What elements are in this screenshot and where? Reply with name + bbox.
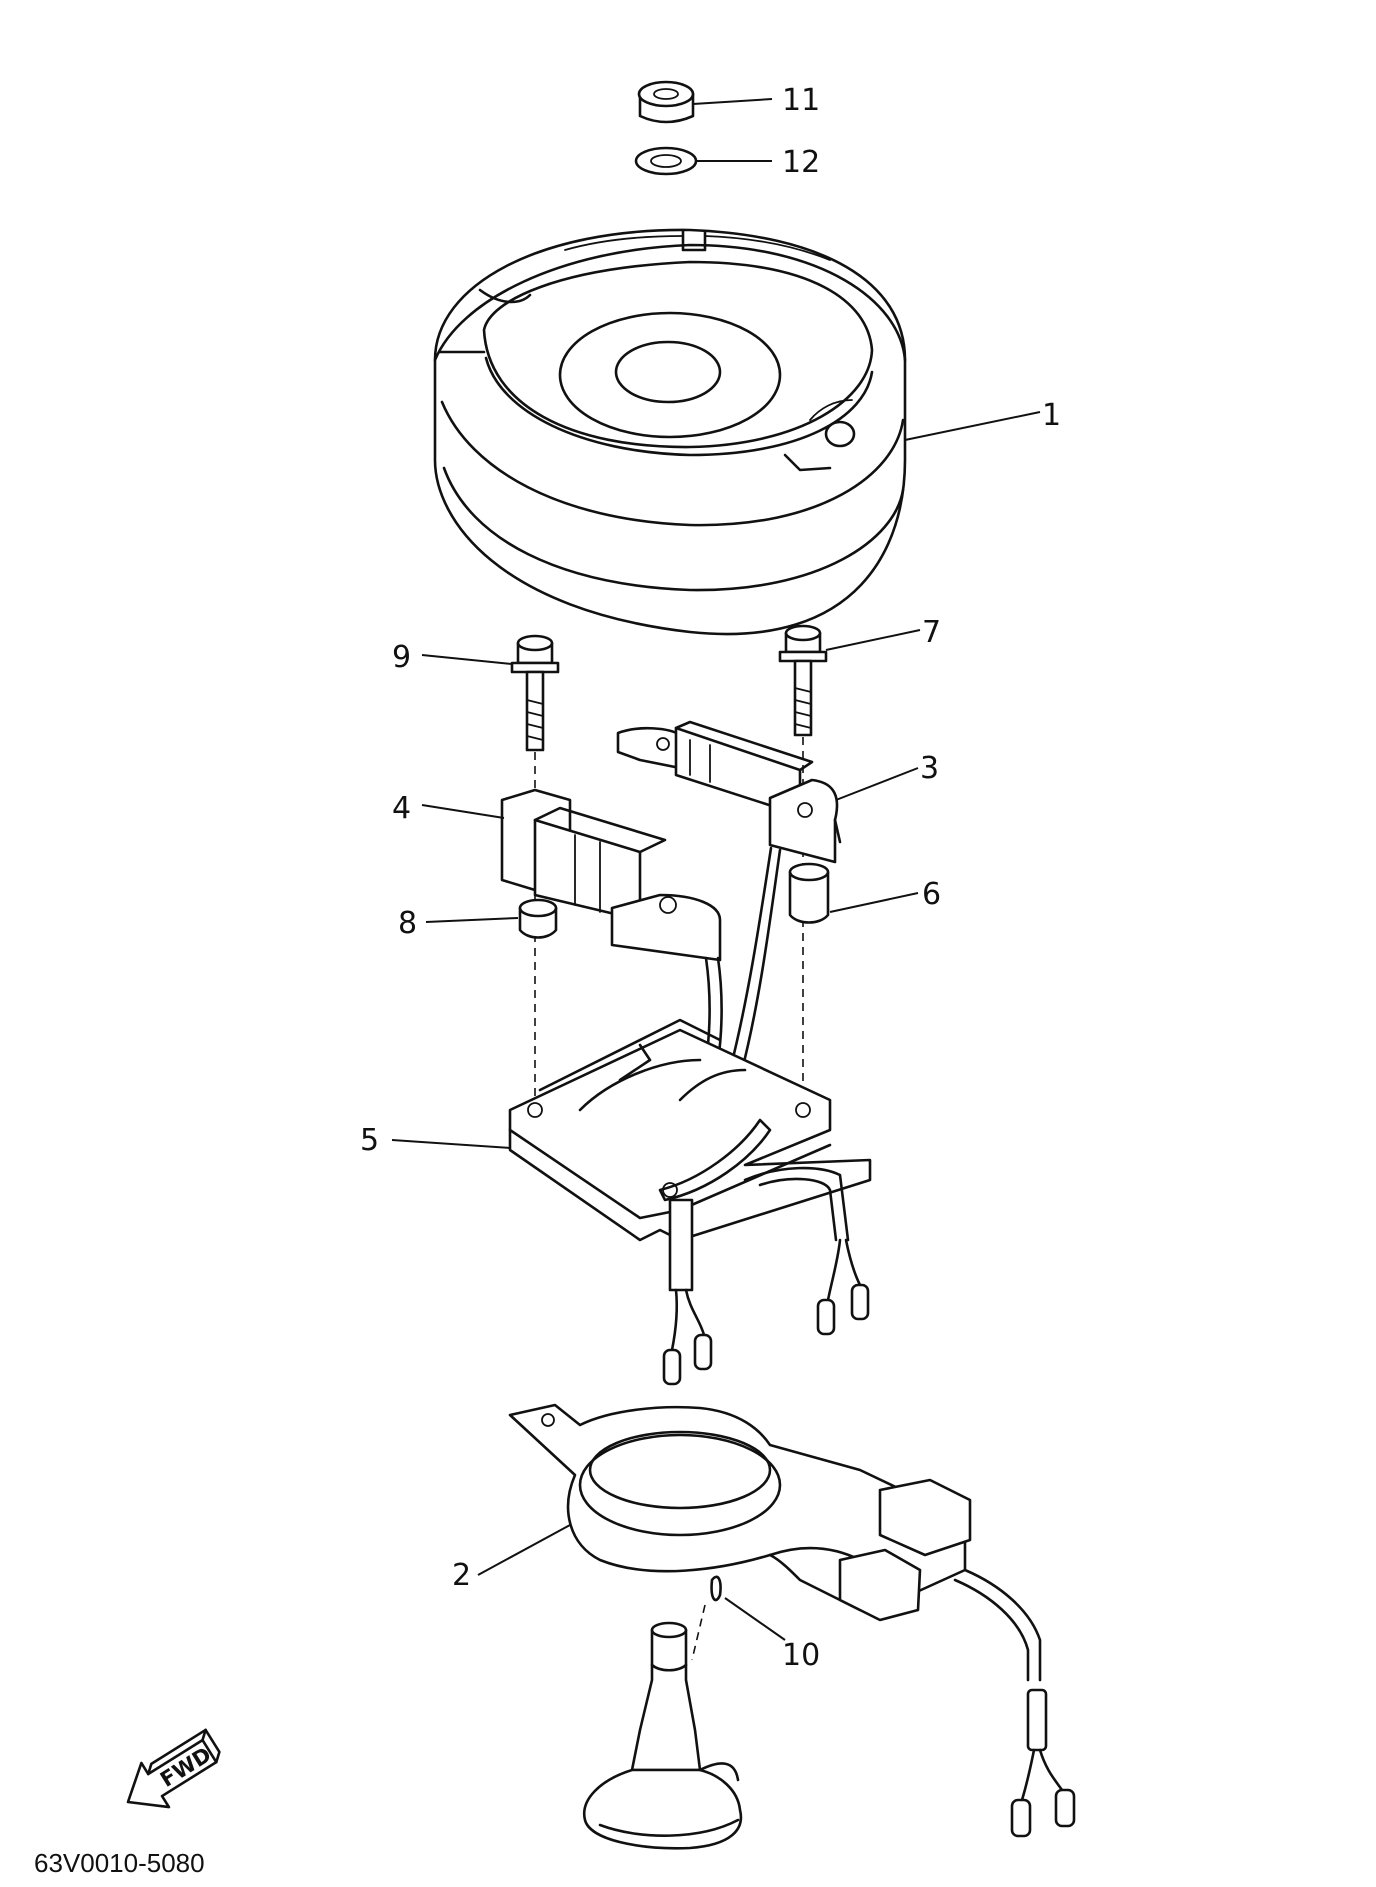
crankshaft-stub: [582, 1604, 743, 1850]
bolt-part-7: [778, 624, 828, 737]
washer-part-12: [634, 146, 698, 176]
callout-11: 11: [782, 83, 820, 118]
nut-part-11: [637, 80, 695, 124]
collar-part-8: [518, 898, 558, 939]
charge-coil-part-3: [616, 720, 842, 864]
callout-12: 12: [782, 145, 820, 180]
callout-1: 1: [1042, 398, 1061, 433]
ignition-coil-part-4: [500, 788, 722, 962]
callout-7: 7: [922, 615, 941, 650]
plate-lead-wires: [662, 1166, 870, 1386]
drawing-number: 63V0010-5080: [34, 1848, 205, 1878]
collar-part-6: [788, 862, 830, 924]
fwd-arrow-icon: FWD: [126, 1728, 221, 1809]
stator-plate-part-5: [508, 1018, 872, 1242]
callout-9: 9: [392, 640, 411, 675]
callout-10: 10: [782, 1638, 820, 1673]
magneto-base-part-2: [508, 1403, 1076, 1838]
callout-6: 6: [922, 877, 941, 912]
callout-2: 2: [452, 1558, 471, 1593]
callout-5: 5: [360, 1123, 379, 1158]
callout-8: 8: [398, 906, 417, 941]
callout-3: 3: [920, 751, 939, 786]
key-part-10: [710, 1575, 722, 1602]
flywheel-part-1: [433, 228, 907, 636]
callout-4: 4: [392, 791, 411, 826]
bolt-part-9: [510, 634, 560, 752]
